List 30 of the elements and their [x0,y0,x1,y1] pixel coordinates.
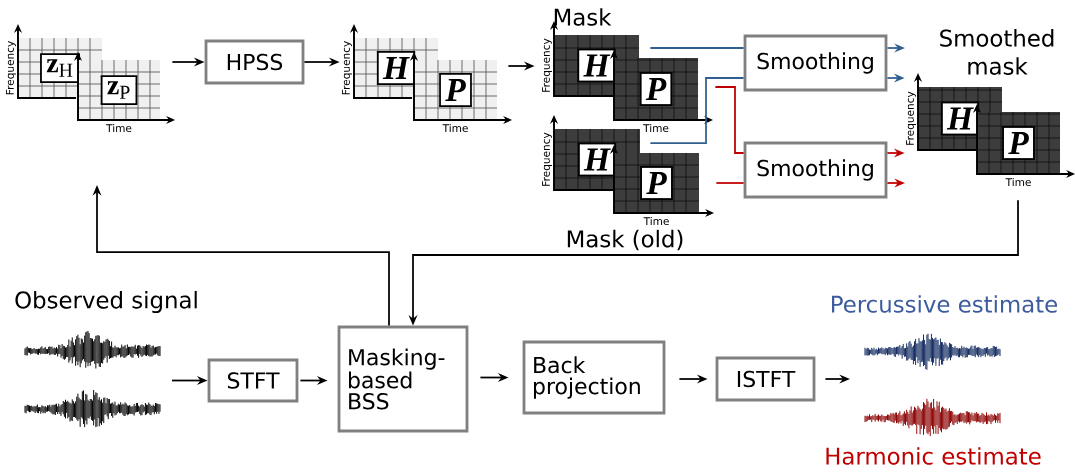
axis-label: Time [442,123,468,133]
process-box: STFT [207,358,299,403]
process-box: Smoothing [743,34,888,92]
axis-label: Time [643,216,669,226]
process-box: Smoothing [743,141,888,199]
axis-label: Time [106,123,132,133]
axis-label: Frequency [542,38,552,92]
waveform-drawing [864,398,1001,437]
connector-line [649,77,745,144]
connector-line [649,47,745,49]
process-box: HPSS [204,39,305,85]
process-box: Back projection [522,340,666,415]
signal-caption: Observed signal [15,290,197,314]
connector-line [715,182,745,184]
axis-label: Frequency [6,41,16,95]
waveform-drawing [864,333,1001,371]
process-box: ISTFT [715,356,816,402]
waveform-drawing [24,330,161,369]
process-box: Masking-based BSS [337,325,469,433]
axis-label: Frequency [906,91,916,145]
section-label: Smoothed mask [940,29,1054,75]
section-label: Mask (old) [567,229,683,251]
axis-label: Time [643,123,669,133]
signal-caption: Harmonic estimate [826,447,1041,465]
signal-caption: Percussive estimate [832,295,1057,313]
waveform-drawing [24,389,161,428]
axis-label: Frequency [342,41,352,95]
axis-label: Frequency [542,132,552,186]
connector-line [714,86,745,154]
axis-label: Time [1005,177,1031,187]
